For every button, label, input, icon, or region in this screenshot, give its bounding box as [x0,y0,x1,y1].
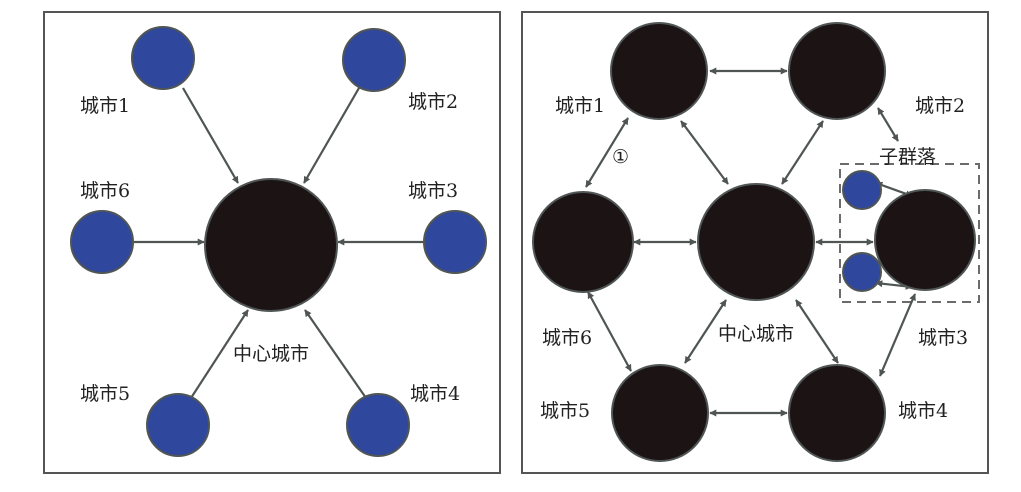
edge-city4-center [304,309,367,399]
right-edges [585,67,917,417]
left-city3-label: 城市3 [408,180,458,202]
right-panel-frame [521,11,989,474]
left-panel-frame [43,11,501,474]
right-city6-node [532,191,634,293]
right-city5-label: 城市5 [540,400,590,422]
edge-city2-center [303,87,360,184]
edge-city5-center [684,299,727,364]
left-city6-node [70,210,134,274]
right-city3-label: 城市3 [918,327,968,349]
right-city5-node [611,364,709,462]
right-panel: 城市1 城市2 城市6 城市3 城市5 城市4 中心城市 子群落 ① [521,11,989,474]
edge-city6-city5 [587,291,632,372]
left-edges [134,87,424,399]
left-center-label: 中心城市 [233,343,309,365]
subcluster-node-lower [842,252,882,292]
edge-city1-center [680,120,729,185]
left-city2-label: 城市2 [408,91,458,113]
right-center-node [697,183,815,301]
left-city5-node [146,393,210,457]
edge-city2-center [781,120,824,185]
left-city2-node [342,28,406,92]
left-city4-label: 城市4 [410,383,460,405]
right-city4-node [788,364,886,462]
right-city2-label: 城市2 [915,95,965,117]
edge-city4-center [795,299,839,364]
left-city4-node [346,393,410,457]
edge-marker-label: ① [612,146,629,168]
left-city5-label: 城市5 [80,383,130,405]
left-panel: 城市1 城市2 城市6 城市3 城市5 城市4 中心城市 [43,11,501,474]
edge-city5-center [190,309,249,399]
left-city1-label: 城市1 [80,95,130,117]
left-city1-node [131,26,195,90]
edge-city2-city3 [877,107,899,142]
right-city2-node [788,22,886,120]
right-city4-label: 城市4 [898,400,948,422]
edge-city1-city6 [585,117,629,188]
edge-city1-center [182,87,239,184]
left-city6-label: 城市6 [80,180,130,202]
left-city3-node [423,210,487,274]
subcluster-node-upper [842,170,882,210]
right-city1-node [610,22,708,120]
right-city3-node [874,189,976,291]
right-center-label: 中心城市 [718,323,794,345]
subcluster-label: 子群落 [879,146,936,168]
left-center-node [204,178,338,312]
edge-city3-city4 [878,293,917,377]
right-city1-label: 城市1 [555,95,605,117]
right-city6-label: 城市6 [542,327,592,349]
